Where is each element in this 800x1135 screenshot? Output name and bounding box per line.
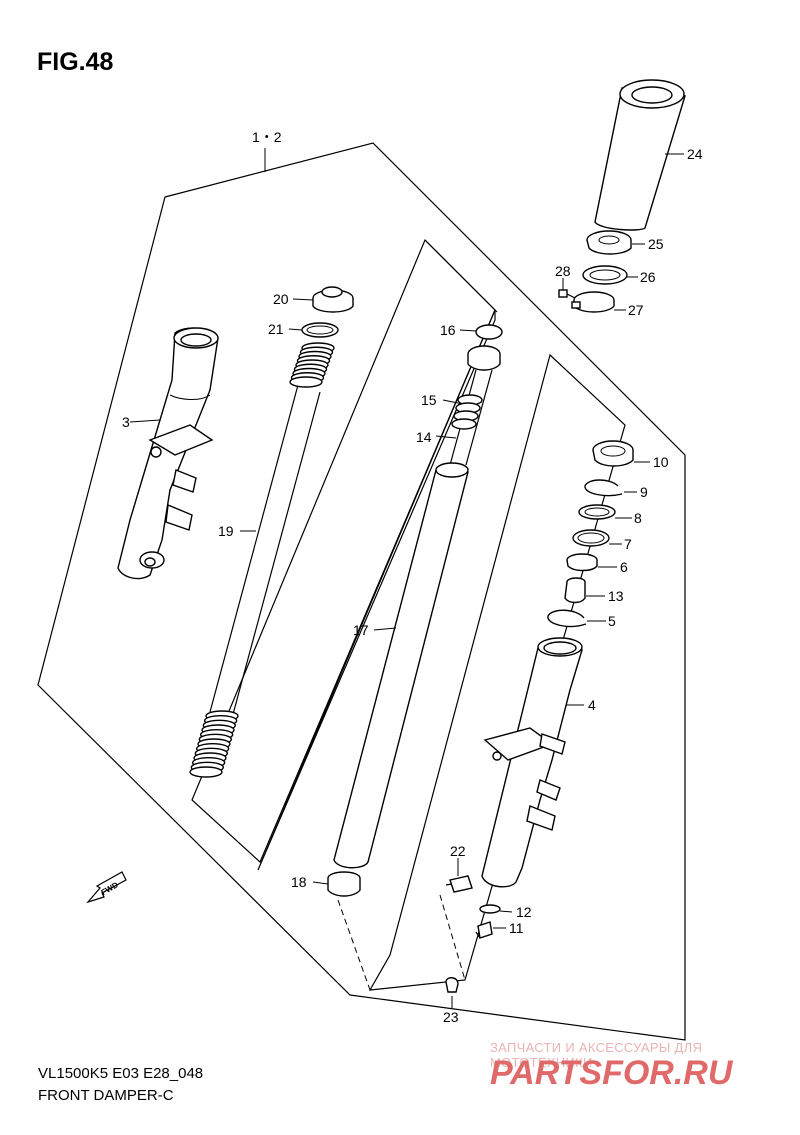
seal-washer-inner [584,507,610,517]
model-code: VL1500K5 E03 E28_048 [38,1065,204,1082]
callout-19: 19 [218,523,234,539]
spacer [586,230,632,255]
snap-ring [584,479,623,497]
leader-15 [442,399,459,404]
callout-21: 21 [268,321,284,337]
bolt-cap [445,977,459,993]
bolt-assembly-line [337,894,466,991]
dust-boot [594,79,686,231]
leader-14 [435,435,457,439]
callout-18: 18 [291,874,307,890]
callout-12: 12 [516,904,532,920]
callout-15: 15 [421,392,437,408]
bushing [327,871,361,897]
slide-bushing [566,553,598,572]
oil-seal [592,440,634,467]
callout-3: 3 [122,414,130,430]
drain-gasket [479,904,501,914]
fwd-arrow: FWD [86,871,127,904]
callout-7: 7 [624,536,632,552]
damper-panel [257,309,496,871]
assembly-boundary [37,142,686,1041]
damper-rod [449,345,501,466]
callout-6: 6 [620,559,628,575]
callout-26: 26 [640,269,656,285]
outer-tube-panel [368,353,626,991]
callout-20: 20 [273,291,289,307]
leader-18 [312,881,329,885]
leader-21 [288,328,303,331]
inner-tube-left [117,327,219,580]
watermark-tagline: ЗАПЧАСТИ И АКСЕССУАРЫ ДЛЯ МОТОТЕХНИКИ [490,1040,703,1070]
washer [582,265,628,285]
callout-25: 25 [648,236,664,252]
callout-16: 16 [440,322,456,338]
guide-bushing-inner [577,532,605,544]
clamp-screw [558,289,576,299]
watermark-logo: PARTSFOR.RU [490,1054,734,1092]
oil-lock-piece [564,577,586,604]
leader-3 [129,419,161,423]
assembly-label: 1・2 [252,129,282,145]
leader-20 [292,298,314,301]
fork-spring [189,342,335,778]
circlip [547,609,587,628]
callout-24: 24 [687,146,703,162]
callout-8: 8 [634,510,642,526]
damper-cylinder [333,462,469,869]
spring-coil [189,766,223,778]
cap-bolt [312,286,354,313]
callout-17: 17 [353,622,369,638]
washer-inner [589,269,621,281]
callout-22: 22 [450,843,466,859]
callout-28: 28 [555,263,571,279]
outer-tube [481,637,583,888]
callout-5: 5 [608,613,616,629]
svg-text:PARTSFOR.RU: PARTSFOR.RU [490,1054,734,1092]
leader-16 [459,329,477,332]
clamp [571,291,615,313]
callout-9: 9 [640,484,648,500]
callout-11: 11 [509,920,524,936]
damper-bolt [445,875,473,893]
callout-4: 4 [588,697,596,713]
figure-caption: FRONT DAMPER-C [38,1087,174,1104]
spring-coil [289,376,323,388]
callout-13: 13 [608,588,624,604]
callout-14: 14 [416,429,432,445]
piston-ring [475,324,503,340]
leader-17 [373,627,397,631]
o-ring-inner [306,325,334,335]
figure-title: FIG.48 [37,48,114,76]
callout-27: 27 [628,302,644,318]
leader-12 [499,910,513,913]
callout-23: 23 [443,1009,459,1025]
callout-10: 10 [653,454,669,470]
seal-washer [578,504,616,520]
damper-panel-edge [424,239,498,313]
drain-screw [475,921,493,939]
